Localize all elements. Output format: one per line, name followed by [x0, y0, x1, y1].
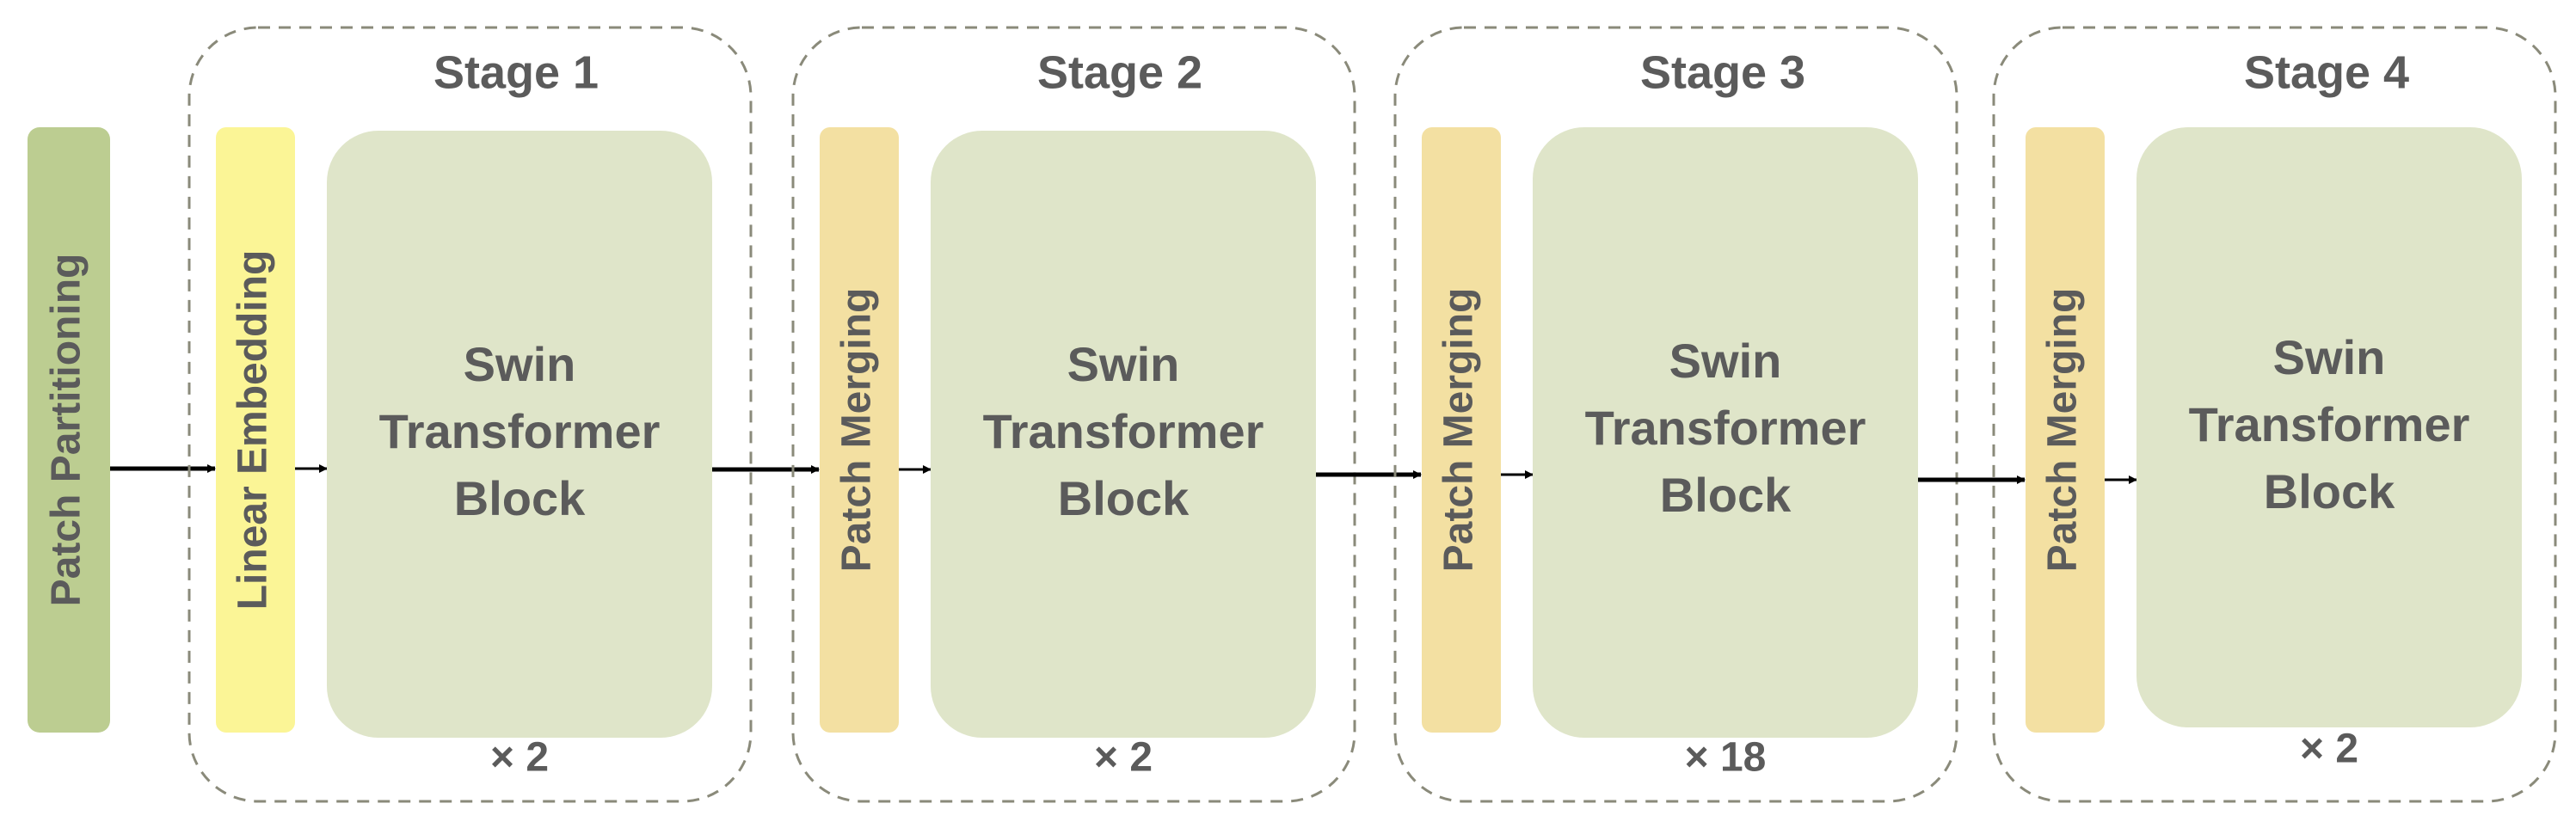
linear-embedding-label: Linear Embedding [231, 250, 276, 610]
stage-1: Stage 1 Linear Embedding Swin Transforme… [188, 26, 753, 803]
stage-1-frame [188, 26, 753, 803]
stage-3-repeat: × 18 [1685, 735, 1767, 781]
stage-4-title: Stage 4 [2244, 46, 2409, 98]
swin-block-2-line-3: Block [1058, 471, 1190, 525]
swin-transformer-block-3 [1533, 127, 1918, 738]
swin-block-3-line-2: Transformer [1585, 401, 1866, 455]
patch-merging-2-label: Patch Merging [834, 288, 880, 573]
patch-merging-block-3 [1422, 127, 1501, 733]
stage-2-repeat: × 2 [1094, 735, 1153, 781]
stage-2: Stage 2 Patch Merging Swin Transformer B… [791, 26, 1356, 803]
patch-merging-block-2 [820, 127, 899, 733]
patch-partitioning-block [28, 127, 110, 733]
stage-4-repeat: × 2 [2300, 727, 2358, 772]
swin-transformer-block-4 [2136, 127, 2522, 727]
stage-2-frame [791, 26, 1356, 803]
swin-block-3-line-3: Block [1660, 468, 1792, 522]
swin-transformer-block-1 [327, 131, 712, 738]
stage-1-repeat: × 2 [490, 735, 549, 781]
swin-block-1-line-3: Block [454, 471, 586, 525]
swin-transformer-block-2 [931, 131, 1316, 738]
patch-partitioning-label: Patch Partitioning [44, 254, 89, 607]
patch-merging-3-label: Patch Merging [1436, 288, 1482, 573]
swin-block-1-line-2: Transformer [379, 404, 661, 458]
swin-block-3-line-1: Swin [1669, 334, 1782, 388]
stage-3: Stage 3 Patch Merging Swin Transformer B… [1393, 26, 1958, 803]
swin-block-4-line-1: Swin [2273, 330, 2386, 384]
swin-block-4-line-3: Block [2264, 464, 2395, 518]
stage-1-title: Stage 1 [433, 46, 599, 98]
stage-4: Stage 4 Patch Merging Swin Transformer B… [1992, 26, 2557, 803]
swin-block-2-line-2: Transformer [983, 404, 1264, 458]
stage-3-frame [1393, 26, 1958, 803]
stage-3-title: Stage 3 [1640, 46, 1805, 98]
patch-merging-4-label: Patch Merging [2040, 288, 2086, 573]
swin-block-2-line-1: Swin [1067, 337, 1180, 391]
swin-block-1-line-1: Swin [464, 337, 576, 391]
stage-4-frame [1992, 26, 2557, 803]
swin-block-4-line-2: Transformer [2189, 397, 2470, 451]
stage-2-title: Stage 2 [1037, 46, 1202, 98]
linear-embedding-block [216, 127, 295, 733]
patch-merging-block-4 [2026, 127, 2105, 733]
